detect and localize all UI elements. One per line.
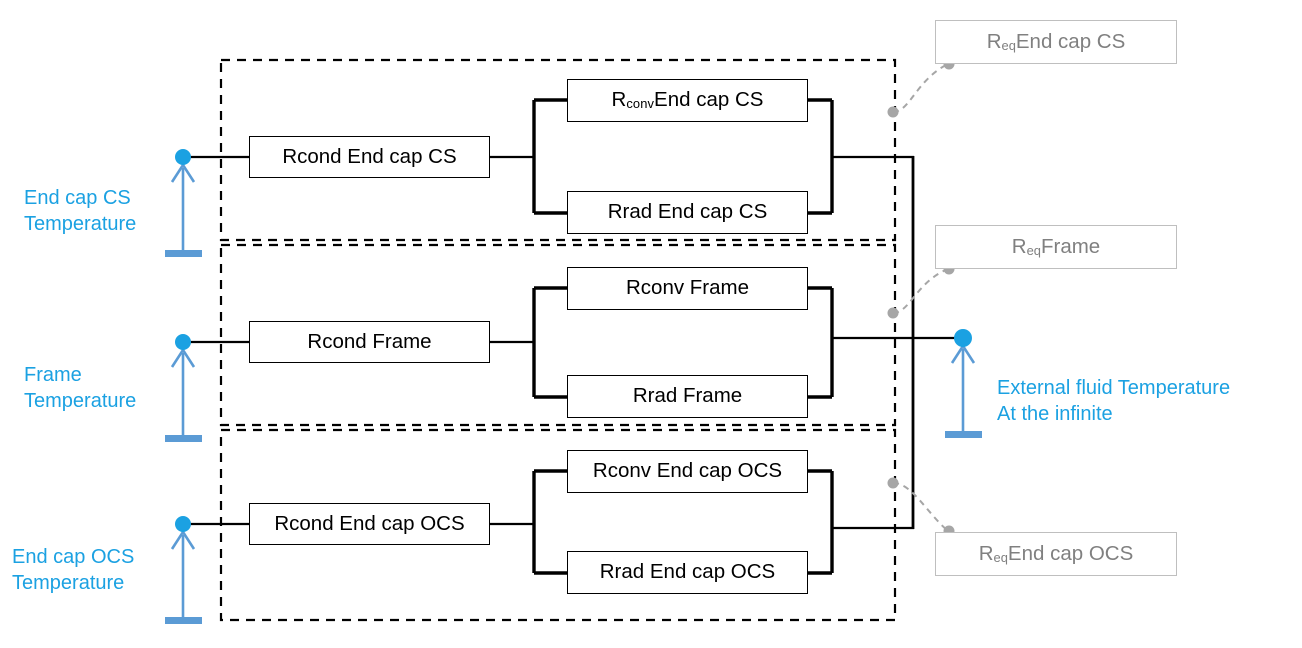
node-dot-frame [175,334,191,350]
resistor-label: Rrad End cap CS [607,200,768,224]
equivalent-label-prefix: R [978,541,994,565]
source-label-line2: Temperature [12,572,125,595]
resistor-box-rrad-end-cap-ocs[interactable]: Rrad End cap OCS [567,551,808,594]
callout-connector-end-cap-cs [887,58,955,118]
resistor-label: Rcond End cap CS [282,144,457,168]
group-boundary-end-cap-cs [219,58,897,242]
resistor-label-prefix: R [611,88,627,112]
resistor-label: Rrad Frame [632,384,743,408]
source-label-line2: Temperature [24,390,137,413]
resistor-label-subscript: conv [626,96,655,112]
resistor-label-prefix: Rconv Frame [625,276,750,300]
source-label-line2: Temperature [24,213,137,236]
resistor-box-rrad-frame[interactable]: Rrad Frame [567,375,808,418]
external-label-line1: External fluid Temperature [997,377,1231,399]
source-label-end-cap-cs: End cap CS Temperature [24,185,136,238]
resistor-box-rcond-end-cap-cs[interactable]: Rcond End cap CS [249,136,490,178]
temperature-source-end-cap-cs [165,149,202,257]
source-label-line1: Frame [24,364,82,386]
source-label-external-fluid: External fluid Temperature At the infini… [997,375,1230,428]
resistor-box-rcond-end-cap-ocs[interactable]: Rcond End cap OCS [249,503,490,545]
equivalent-label-suffix: End cap OCS [1007,541,1134,565]
resistor-label: Rrad End cap OCS [599,560,776,584]
equivalent-label-prefix: R [986,29,1002,53]
equivalent-label-prefix: R [1011,234,1027,258]
node-dot-end-cap-cs [175,149,191,165]
source-ground-bar-ocs [165,617,202,624]
source-ground-bar-external [945,431,982,438]
resistor-label: Rcond End cap OCS [274,511,465,535]
resistor-box-rrad-end-cap-cs[interactable]: Rrad End cap CS [567,191,808,234]
equivalent-label-suffix: Frame [1040,234,1101,258]
node-dot-external-fluid [954,329,972,347]
group-boundary-frame [219,243,897,427]
callout-connector-frame [887,263,955,319]
temperature-source-frame [165,334,202,442]
source-label-line1: End cap OCS [12,546,135,568]
resistor-box-rconv-end-cap-ocs[interactable]: Rconv End cap OCS [567,450,808,493]
temperature-source-end-cap-ocs [165,516,202,624]
resistor-label: Rcond Frame [307,329,432,353]
source-ground-bar-frame [165,435,202,442]
temperature-source-external-fluid [945,329,982,438]
equivalent-label-subscript: eq [1001,37,1016,53]
equivalent-label-subscript: eq [993,549,1008,565]
equivalent-label-suffix: End cap CS [1015,29,1126,53]
source-label-end-cap-ocs: End cap OCS Temperature [12,544,134,597]
source-ground-bar-cs [165,250,202,257]
resistor-label-suffix: End cap CS [654,88,764,112]
external-label-line2: At the infinite [997,403,1113,426]
source-label-frame: Frame Temperature [24,362,136,415]
equivalent-label-subscript: eq [1026,242,1041,258]
resistor-box-rcond-frame[interactable]: Rcond Frame [249,321,490,363]
source-label-line1: End cap CS [24,187,131,209]
resistor-label-prefix: Rconv End cap OCS [592,459,783,483]
node-dot-end-cap-ocs [175,516,191,532]
resistor-box-rconv-frame[interactable]: Rconv Frame [567,267,808,310]
